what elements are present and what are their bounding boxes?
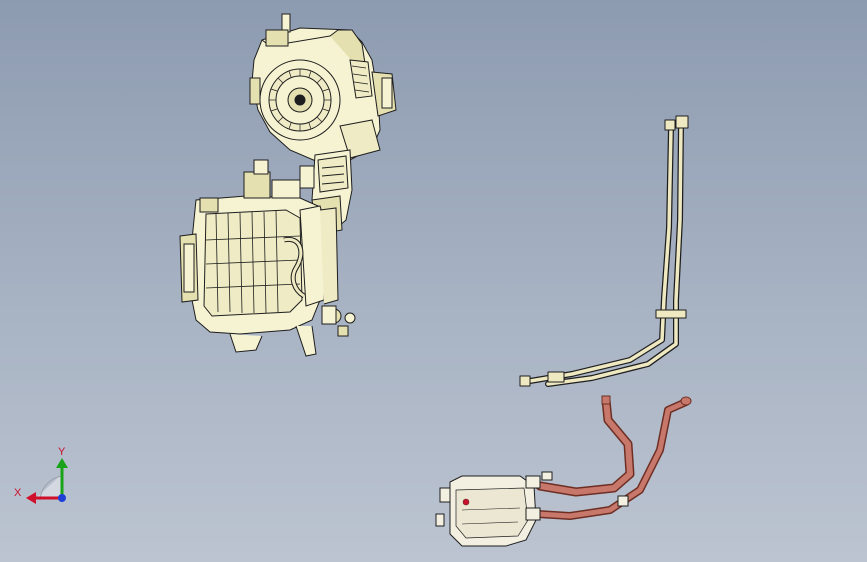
blower-housing[interactable]	[249, 13, 397, 163]
triad-y-label: Y	[58, 446, 66, 458]
axis-triad-icon[interactable]: Y X	[14, 446, 68, 504]
heater-case[interactable]	[179, 159, 356, 357]
hvac-module-assembly[interactable]	[179, 13, 397, 357]
coolant-pipe-assembly[interactable]	[519, 115, 689, 387]
triad-x-label: X	[14, 487, 22, 499]
coolant-expansion-tank-assembly[interactable]	[435, 395, 692, 547]
